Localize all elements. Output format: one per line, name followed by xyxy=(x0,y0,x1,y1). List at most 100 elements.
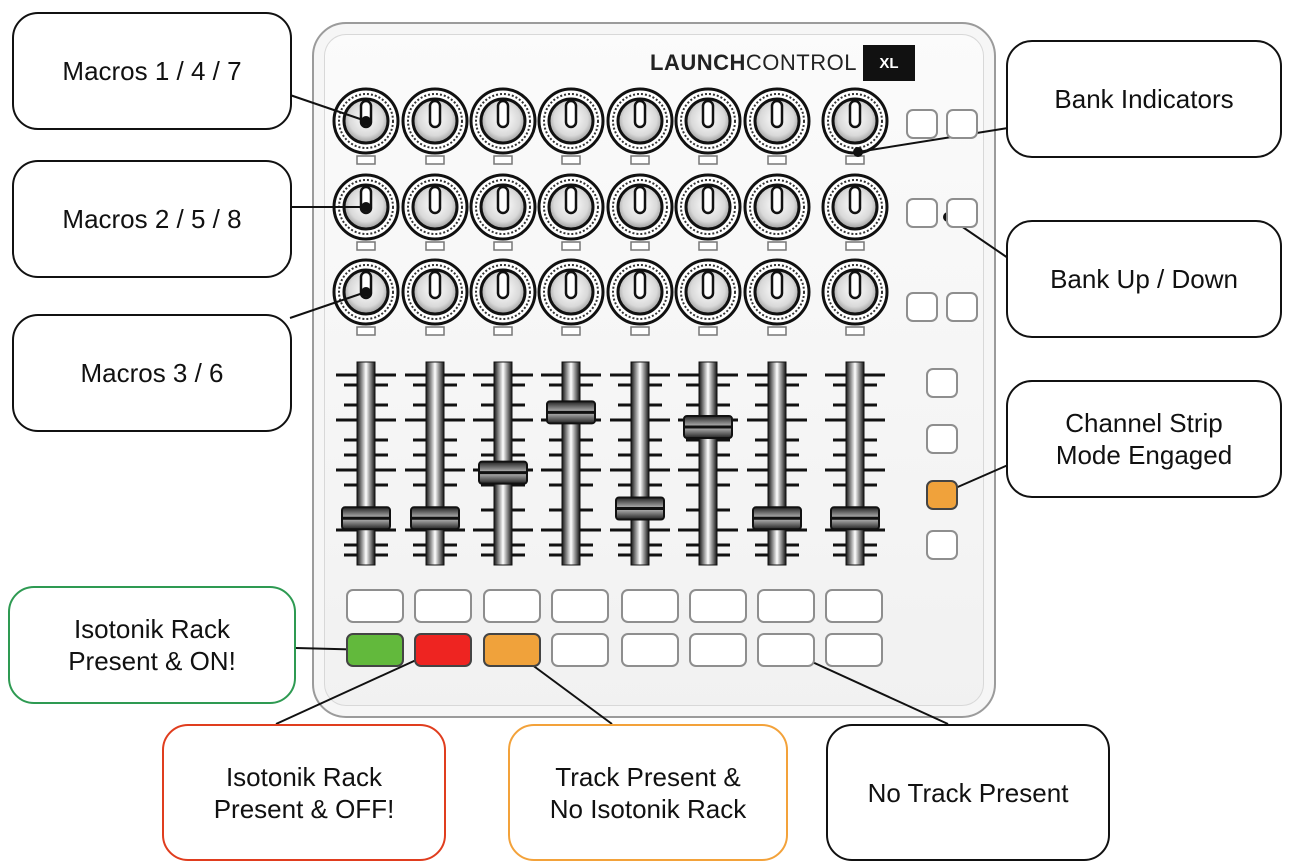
knob-r1-c2[interactable] xyxy=(401,87,469,165)
callout-channel-strip-mode: Channel Strip Mode Engaged xyxy=(1006,380,1282,498)
knob-r1-c7[interactable] xyxy=(743,87,811,165)
track-focus-button-4[interactable] xyxy=(551,589,609,623)
knob-r1-c5[interactable] xyxy=(606,87,674,165)
track-control-button-5[interactable] xyxy=(621,633,679,667)
bank-indicator-button-2[interactable] xyxy=(946,109,978,139)
mode-button-4[interactable] xyxy=(926,530,958,560)
bank-indicator-button-1[interactable] xyxy=(906,109,938,139)
fader-5[interactable] xyxy=(610,361,670,566)
knob-r1-c4[interactable] xyxy=(537,87,605,165)
track-control-button-6[interactable] xyxy=(689,633,747,667)
mode-button-1[interactable] xyxy=(926,368,958,398)
knob-led-r3-c6 xyxy=(698,326,718,336)
knob-led-r3-c4 xyxy=(561,326,581,336)
knob-r1-c3[interactable] xyxy=(469,87,537,165)
knob-r3-c3[interactable] xyxy=(469,258,537,336)
fader-8[interactable] xyxy=(825,361,885,566)
bank-up-button[interactable] xyxy=(906,198,938,228)
track-focus-button-2[interactable] xyxy=(414,589,472,623)
knob-r2-c6[interactable] xyxy=(674,173,742,251)
mode-button-2[interactable] xyxy=(926,424,958,454)
knob-led-r3-c8 xyxy=(845,326,865,336)
knob-r3-c1[interactable] xyxy=(332,258,400,336)
fader-4[interactable] xyxy=(541,361,601,566)
callout-isotonik-rack-on: Isotonik Rack Present & ON! xyxy=(8,586,296,704)
knob-led-r2-c3 xyxy=(493,241,513,251)
knob-led-r3-c7 xyxy=(767,326,787,336)
knob-led-r1-c2 xyxy=(425,155,445,165)
launch-control-logo: LAUNCH CONTROL XL xyxy=(650,45,915,81)
callout-bank-up-down: Bank Up / Down xyxy=(1006,220,1282,338)
track-focus-button-6[interactable] xyxy=(689,589,747,623)
bank-down-button[interactable] xyxy=(946,198,978,228)
track-control-button-1[interactable] xyxy=(346,633,404,667)
leader-bank-indicators xyxy=(853,127,1009,157)
knob-led-r3-c2 xyxy=(425,326,445,336)
callout-bank-indicators: Bank Indicators xyxy=(1006,40,1282,158)
knob-r1-c8[interactable] xyxy=(821,87,889,165)
knob-led-r1-c8 xyxy=(845,155,865,165)
knob-r1-c1[interactable] xyxy=(332,87,400,165)
knob-led-r2-c1 xyxy=(356,241,376,251)
knob-r1-c6[interactable] xyxy=(674,87,742,165)
track-focus-button-1[interactable] xyxy=(346,589,404,623)
logo-brand-bold: LAUNCH xyxy=(650,50,746,75)
knob-r3-c6[interactable] xyxy=(674,258,742,336)
track-focus-button-5[interactable] xyxy=(621,589,679,623)
knob-led-r1-c3 xyxy=(493,155,513,165)
knob-r3-c2[interactable] xyxy=(401,258,469,336)
fader-3[interactable] xyxy=(473,361,533,566)
knob-r3-c4[interactable] xyxy=(537,258,605,336)
track-select-right-button[interactable] xyxy=(946,292,978,322)
knob-led-r3-c3 xyxy=(493,326,513,336)
track-control-button-2[interactable] xyxy=(414,633,472,667)
knob-led-r1-c7 xyxy=(767,155,787,165)
knob-r3-c7[interactable] xyxy=(743,258,811,336)
callout-isotonik-rack-off: Isotonik Rack Present & OFF! xyxy=(162,724,446,861)
track-control-button-4[interactable] xyxy=(551,633,609,667)
track-control-button-7[interactable] xyxy=(757,633,815,667)
knob-r2-c5[interactable] xyxy=(606,173,674,251)
track-control-button-3[interactable] xyxy=(483,633,541,667)
knob-led-r2-c2 xyxy=(425,241,445,251)
fader-1[interactable] xyxy=(336,361,396,566)
knob-r2-c2[interactable] xyxy=(401,173,469,251)
knob-led-r3-c5 xyxy=(630,326,650,336)
knob-led-r1-c1 xyxy=(356,155,376,165)
knob-led-r3-c1 xyxy=(356,326,376,336)
fader-6[interactable] xyxy=(678,361,738,566)
callout-macros-1-4-7: Macros 1 / 4 / 7 xyxy=(12,12,292,130)
knob-led-r1-c4 xyxy=(561,155,581,165)
knob-led-r2-c4 xyxy=(561,241,581,251)
callout-macros-3-6: Macros 3 / 6 xyxy=(12,314,292,432)
callout-no-track: No Track Present xyxy=(826,724,1110,861)
knob-r2-c1[interactable] xyxy=(332,173,400,251)
knob-led-r1-c6 xyxy=(698,155,718,165)
knob-r2-c3[interactable] xyxy=(469,173,537,251)
track-focus-button-3[interactable] xyxy=(483,589,541,623)
knob-led-r2-c5 xyxy=(630,241,650,251)
knob-led-r2-c8 xyxy=(845,241,865,251)
logo-brand-light: CONTROL xyxy=(745,50,857,75)
knob-r3-c5[interactable] xyxy=(606,258,674,336)
mode-button-channel-strip[interactable] xyxy=(926,480,958,510)
knob-r2-c7[interactable] xyxy=(743,173,811,251)
callout-macros-2-5-8: Macros 2 / 5 / 8 xyxy=(12,160,292,278)
leader-macros-3-6 xyxy=(289,287,371,319)
knob-led-r1-c5 xyxy=(630,155,650,165)
knob-led-r2-c6 xyxy=(698,241,718,251)
track-focus-button-7[interactable] xyxy=(757,589,815,623)
fader-2[interactable] xyxy=(405,361,465,566)
logo-xl-badge: XL xyxy=(862,45,915,81)
track-focus-button-8[interactable] xyxy=(825,589,883,623)
track-select-left-button[interactable] xyxy=(906,292,938,322)
track-control-button-8[interactable] xyxy=(825,633,883,667)
knob-r2-c4[interactable] xyxy=(537,173,605,251)
knob-r3-c8[interactable] xyxy=(821,258,889,336)
knob-r2-c8[interactable] xyxy=(821,173,889,251)
fader-7[interactable] xyxy=(747,361,807,566)
leader-macros-2-5-8 xyxy=(292,202,371,212)
callout-track-no-rack: Track Present & No Isotonik Rack xyxy=(508,724,788,861)
leader-macros-1-4-7 xyxy=(289,94,371,126)
